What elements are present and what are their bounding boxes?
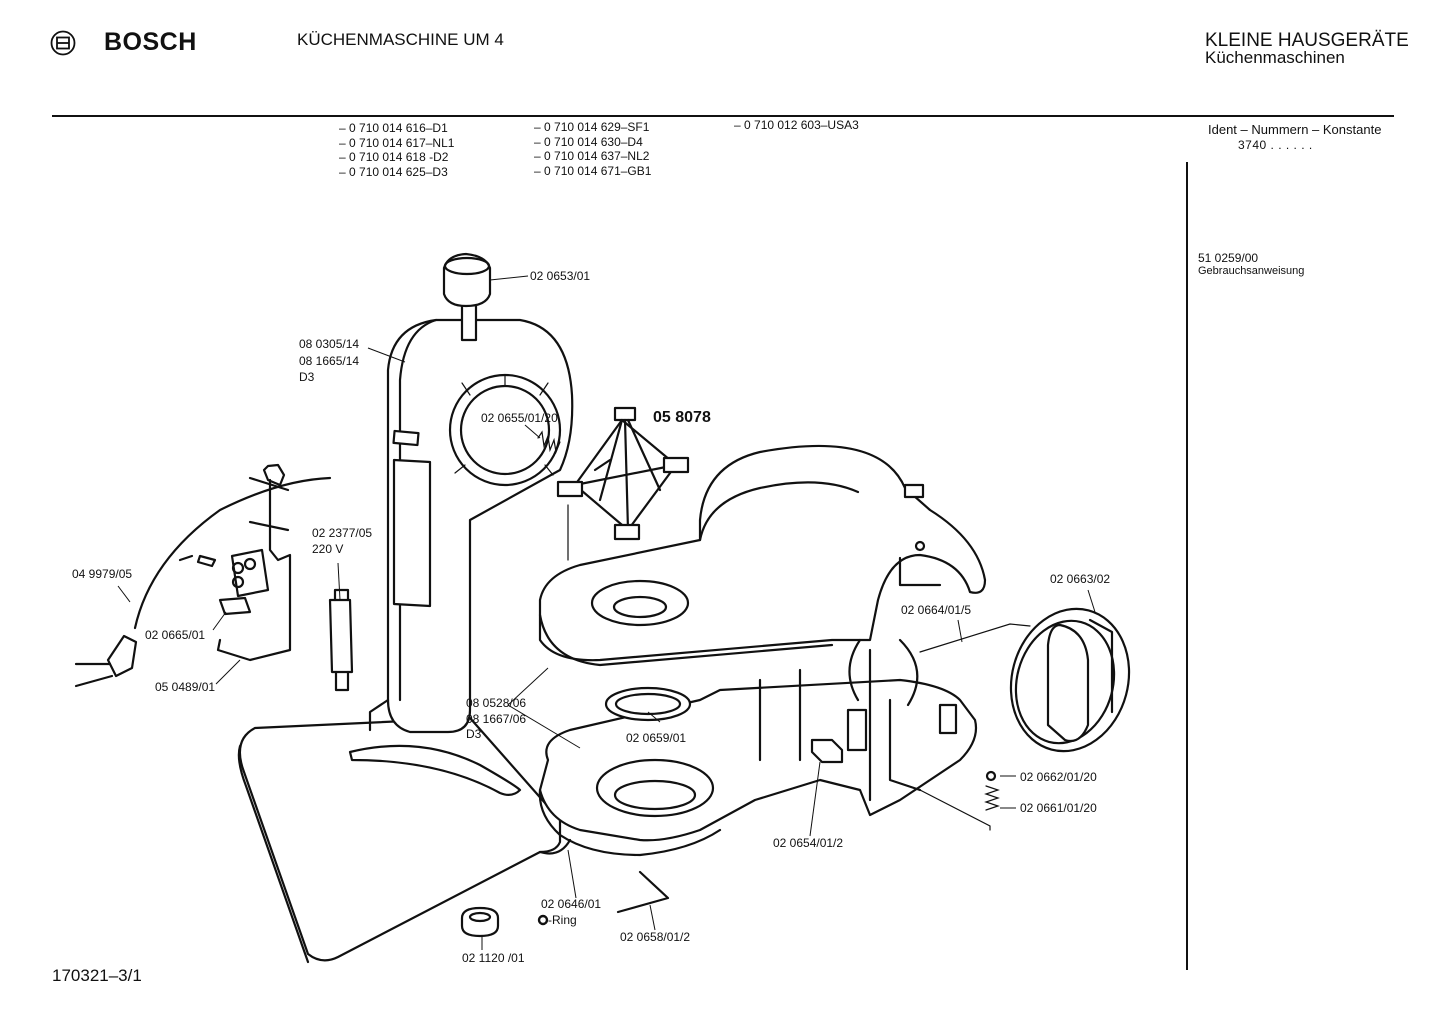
part-label: 02 0646/01 [541, 897, 601, 911]
variant-item: – 0 710 014 625–D3 [339, 164, 448, 179]
part-label: 02 0665/01 [145, 628, 205, 642]
sidebar-divider [1186, 162, 1188, 970]
part-label: D3 [466, 727, 482, 741]
whisk-attachment [556, 406, 690, 541]
base-plate [237, 716, 572, 964]
variant-item: – 0 710 014 630–D4 [534, 134, 643, 149]
column-housing [368, 318, 574, 734]
wire-spring [919, 623, 1031, 653]
part-label: 04 9979/05 [72, 567, 132, 581]
part-label: 08 1665/14 [299, 354, 359, 368]
page-title: KÜCHENMASCHINE UM 4 [297, 30, 504, 49]
variant-list-1: – 0 710 014 616–D1 – 0 710 014 617–NL1 –… [339, 121, 454, 179]
part-label: 02 0655/01/20 [481, 411, 558, 425]
category-line-2: Küchenmaschinen [1205, 48, 1345, 67]
ident-label: Ident – Nummern – Konstante [1208, 122, 1382, 137]
part-label: 220 V [312, 542, 343, 556]
knob [442, 252, 492, 342]
part-label: 02 0653/01 [530, 269, 590, 283]
part-label: 02 0663/02 [1050, 572, 1110, 586]
part-label: 08 0305/14 [299, 337, 359, 351]
exploded-view-diagram: 02 0653/01 08 0305/14 08 1665/14 D3 02 0… [72, 252, 1131, 965]
coil-spring [919, 785, 1000, 831]
part-label: 08 1667/06 [466, 712, 526, 726]
o-ring-icon [537, 914, 549, 926]
part-label: 02 2377/05 [312, 526, 372, 540]
part-label: 02 0659/01 [626, 731, 686, 745]
electrical-group [74, 463, 354, 692]
part-label: 02 0661/01/20 [1020, 801, 1097, 815]
part-label: 02 0662/01/20 [1020, 770, 1097, 784]
variant-list-2: – 0 710 014 629–SF1 – 0 710 014 630–D4 –… [534, 120, 651, 178]
brand-name: BOSCH [104, 28, 197, 56]
variant-item: – 0 710 014 618 -D2 [339, 150, 449, 164]
bosch-logo-icon [50, 30, 76, 56]
variant-item: – 0 710 014 637–NL2 [534, 149, 650, 163]
doc-number: 51 0259/00 [1198, 251, 1259, 265]
ring-seal [604, 686, 692, 722]
washer [985, 770, 997, 782]
end-cap [1009, 607, 1131, 753]
variant-item: – 0 710 014 629–SF1 [534, 120, 650, 134]
part-label: -Ring [548, 913, 577, 927]
hex-key [616, 870, 670, 914]
variant-item: – 0 710 014 671–GB1 [534, 163, 652, 178]
leader-lines [117, 275, 1096, 950]
drawing-number: 170321–3/1 [52, 966, 142, 985]
slider-block [810, 738, 844, 764]
doc-name: Gebrauchsanweisung [1198, 265, 1305, 277]
spring-small [537, 430, 561, 455]
variant-item: – 0 710 014 616–D1 [339, 121, 448, 135]
header-divider [52, 115, 1394, 117]
part-label: 08 0528/06 [466, 696, 526, 710]
part-label: 02 0658/01/2 [620, 930, 690, 944]
part-label: 02 0664/01/5 [901, 603, 971, 617]
variant-item: – 0 710 014 617–NL1 [339, 135, 455, 150]
motor-head-lower [538, 638, 978, 857]
variant-item: – 0 710 012 603–USA3 [734, 118, 859, 132]
part-label: 02 1120 /01 [462, 951, 525, 965]
ident-value: 3740 . . . . . . [1238, 138, 1313, 152]
part-label: 02 0654/01/2 [773, 836, 843, 850]
rubber-foot [460, 906, 500, 938]
part-label: 05 0489/01 [155, 680, 215, 694]
part-label-bold: 05 8078 [653, 409, 711, 426]
variant-list-3: – 0 710 012 603–USA3 [734, 118, 859, 133]
part-label: D3 [299, 370, 315, 384]
category-line-1: KLEINE HAUSGERÄTE [1205, 30, 1409, 51]
motor-head-upper [538, 444, 987, 667]
